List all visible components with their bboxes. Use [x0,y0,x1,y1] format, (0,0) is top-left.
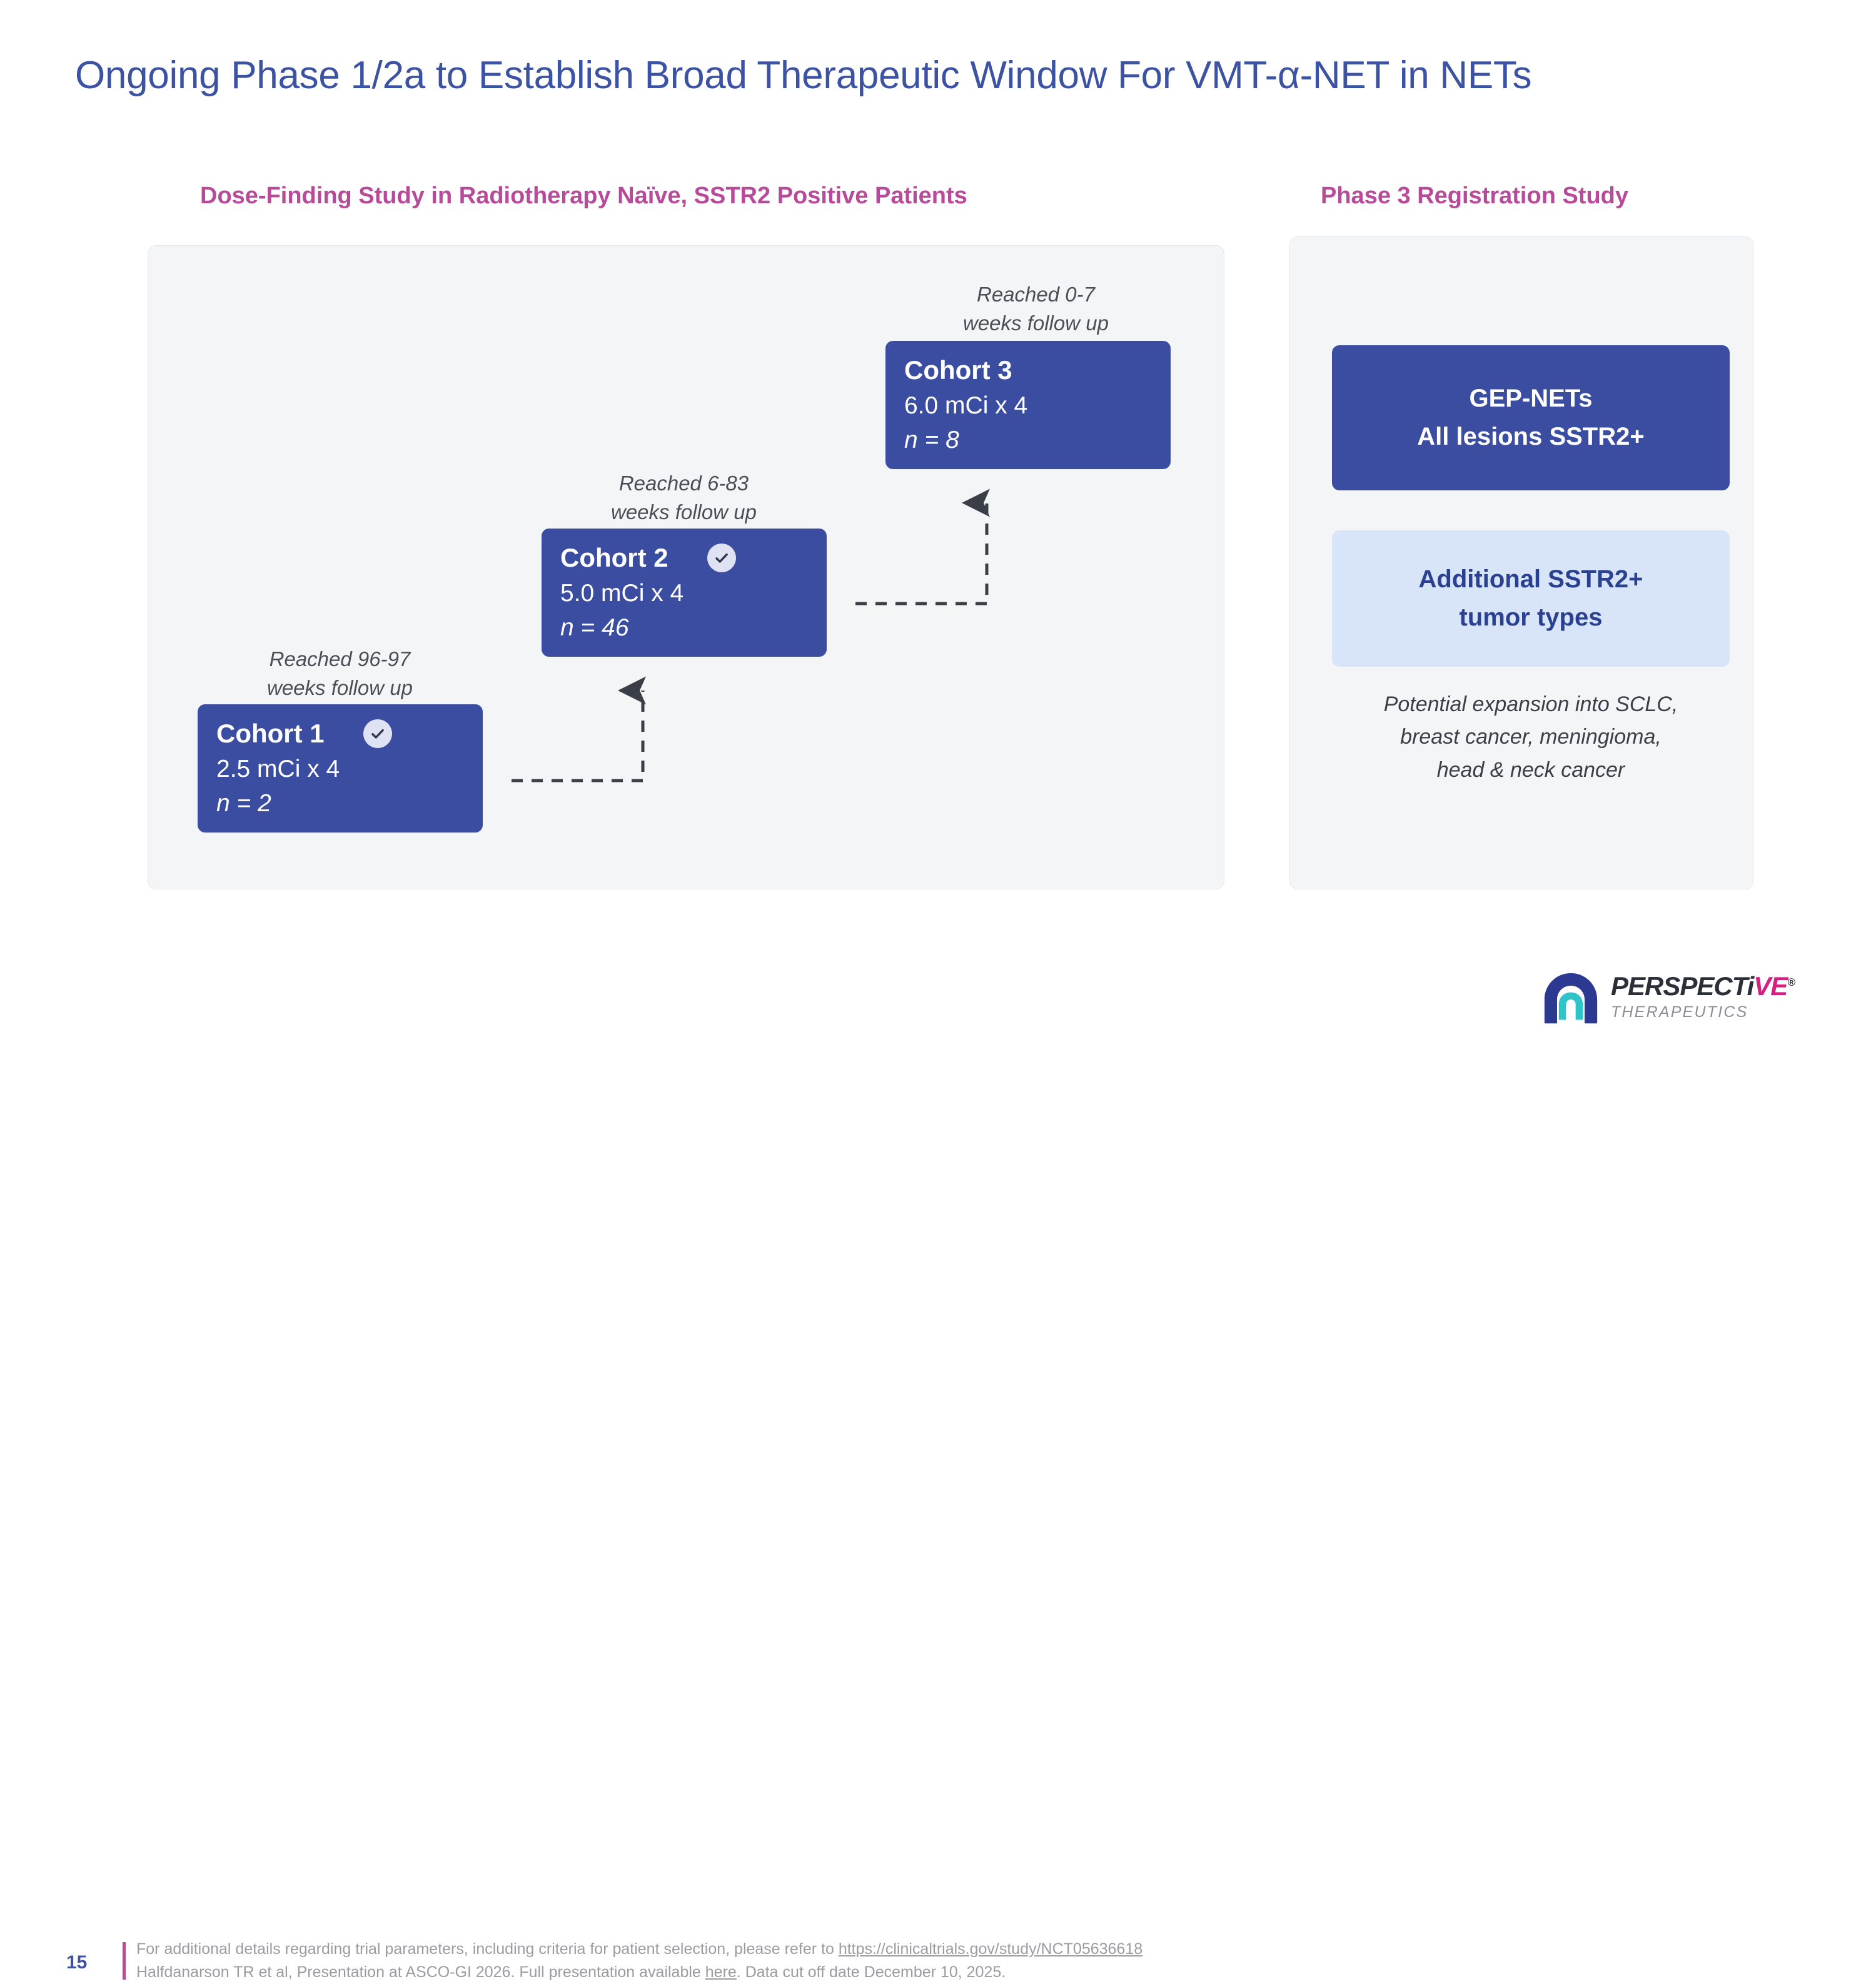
expansion-note-line-2: breast cancer, meningioma, [1400,725,1662,749]
logo-word-magenta: VE [1753,971,1788,1001]
followup-line-1: Reached 96-97 [269,647,411,671]
footnote-line-1: For additional details regarding trial p… [136,1938,1142,1961]
expansion-note-line-3: head & neck cancer [1436,757,1625,782]
footnote-line-2: Halfdanarson TR et al, Presentation at A… [136,1961,1142,1984]
expansion-note-line-1: Potential expansion into SCLC, [1383,692,1678,716]
followup-label-cohort-2: Reached 6-83 weeks follow up [611,469,757,526]
cohort-card-2[interactable]: Cohort 2 5.0 mCi x 4 n = 46 [542,529,827,657]
followup-label-cohort-1: Reached 96-97 weeks follow up [267,645,413,702]
cohort-3-dose: 6.0 mCi x 4 [904,392,1028,419]
registration-primary-line-2: All lesions SSTR2+ [1417,423,1645,450]
cohort-2-title-row: Cohort 2 [560,542,808,574]
here-link[interactable]: here [705,1963,737,1981]
logo-wordmark-primary: PERSPECTiVE® [1611,973,1795,1000]
cohort-card-3[interactable]: Cohort 3 6.0 mCi x 4 n = 8 [885,341,1171,469]
footer-divider [123,1942,126,1980]
registration-expansion-note: Potential expansion into SCLC, breast ca… [1332,688,1730,786]
left-section-header: Dose-Finding Study in Radiotherapy Naïve… [200,183,967,209]
cohort-3-title-row: Cohort 3 [904,355,1152,386]
followup-line-2: weeks follow up [267,676,413,699]
check-circle-icon [707,543,736,572]
slide-root: Ongoing Phase 1/2a to Establish Broad Th… [66,54,1835,1981]
logo-word-dark: PERSPECTi [1611,971,1754,1001]
followup-label-cohort-3: Reached 0-7 weeks follow up [963,280,1109,337]
cohort-1-n: n = 2 [216,790,271,817]
cohort-3-title: Cohort 3 [904,355,1012,385]
cohort-3-n: n = 8 [904,427,959,454]
cohort-2-dose: 5.0 mCi x 4 [560,579,684,607]
cohort-1-title-row: Cohort 1 [216,718,464,749]
cohort-card-1[interactable]: Cohort 1 2.5 mCi x 4 n = 2 [198,704,483,833]
registration-primary-box[interactable]: GEP-NETs All lesions SSTR2+ [1332,345,1730,490]
right-section-header: Phase 3 Registration Study [1321,183,1629,209]
footnote-line-2-text: Halfdanarson TR et al, Presentation at A… [136,1963,705,1981]
registration-primary-line-1: GEP-NETs [1469,385,1593,413]
logo-subtitle: THERAPEUTICS [1611,1003,1748,1021]
perspective-arch-icon [1544,973,1598,1024]
registration-secondary-line-1: Additional SSTR2+ [1418,565,1643,594]
cohort-2-title: Cohort 2 [560,543,668,572]
page-title: Ongoing Phase 1/2a to Establish Broad Th… [75,54,1532,97]
followup-line-2: weeks follow up [963,311,1109,335]
cohort-1-title: Cohort 1 [216,719,325,748]
cohort-1-dose: 2.5 mCi x 4 [216,755,340,782]
footnote-text: For additional details regarding trial p… [136,1938,1142,1984]
footnote-line-2-post: . Data cut off date December 10, 2025. [736,1963,1006,1981]
followup-line-1: Reached 0-7 [976,283,1095,306]
page-number: 15 [66,1952,88,1973]
registered-trademark-icon: ® [1787,976,1795,988]
registration-secondary-line-2: tumor types [1459,604,1603,631]
company-logo: PERSPECTiVE® THERAPEUTICS [1541,968,1835,1031]
followup-line-1: Reached 6-83 [618,472,749,495]
clinicaltrials-link[interactable]: https://clinicaltrials.gov/study/NCT0563… [838,1940,1143,1958]
logo-wordmark: PERSPECTiVE® THERAPEUTICS [1611,973,1795,1020]
followup-line-2: weeks follow up [611,500,757,524]
registration-secondary-box[interactable]: Additional SSTR2+ tumor types [1332,530,1730,667]
cohort-2-n: n = 46 [560,614,629,642]
footnote-line-1-text: For additional details regarding trial p… [136,1940,839,1958]
check-circle-icon [363,719,392,748]
